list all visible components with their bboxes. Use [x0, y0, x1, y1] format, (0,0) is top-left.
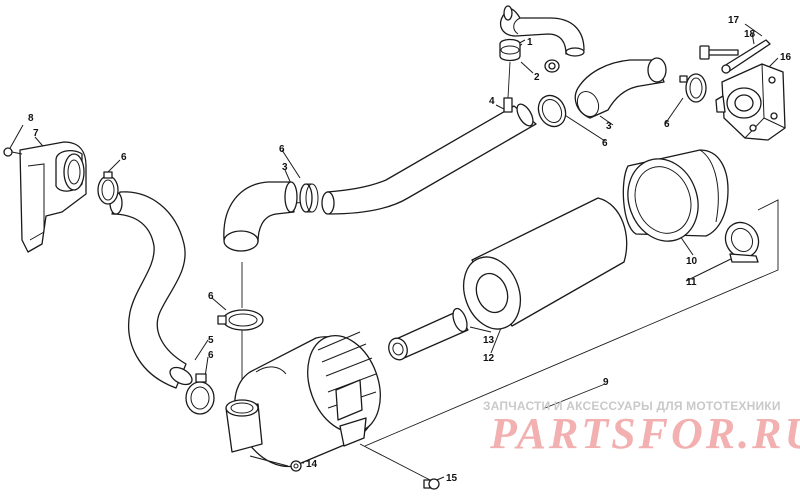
callout-label: 15: [446, 473, 458, 484]
airbox-screw-15: [423, 478, 440, 490]
filter-element: [462, 197, 628, 330]
callout-label: 17: [728, 15, 740, 26]
filter-cover: [622, 149, 729, 242]
callout-label: 18: [744, 29, 756, 40]
assembly-lines: [241, 43, 779, 481]
callout-label: 10: [686, 256, 698, 267]
coupler-hose-3-right: [574, 57, 667, 119]
throttle-bolt: [699, 45, 739, 60]
callout-label: 2: [534, 72, 540, 83]
callout-label: 6: [208, 291, 214, 302]
elbow-hose-3-middle: [223, 181, 298, 252]
callout-label: 6: [664, 119, 670, 130]
upper-small-hose: [499, 5, 585, 57]
throttle-strap: [721, 39, 771, 74]
callout-label: 5: [208, 335, 214, 346]
intake-tube: [321, 97, 537, 215]
callout-label: 6: [279, 144, 285, 155]
callout-label: 12: [483, 353, 495, 364]
callout-labels: 1 2 3 3 4 5 6 6 6 6 6 6 7 8 9 10 11 12 1…: [28, 15, 792, 484]
flex-hose-5: [109, 191, 193, 389]
elbow-sleeve-6-middle: [299, 183, 319, 213]
cover-cap: [724, 221, 760, 263]
airbox-screw-14: [290, 460, 302, 472]
coupler-clamp-6-right: [679, 73, 707, 103]
callout-label: 7: [33, 128, 39, 139]
small-clamp-2: [544, 59, 560, 73]
watermark-caption: ЗАПЧАСТИ И АКСЕССУАРЫ ДЛЯ МОТОТЕХНИКИ: [483, 399, 781, 413]
watermark-logo: PARTSFOR.RU: [490, 409, 800, 458]
callout-label: 1: [527, 37, 533, 48]
flex-hose-clamp-6-lower: [185, 373, 215, 415]
callout-label: 9: [603, 377, 609, 388]
callout-label: 6: [602, 138, 608, 149]
flex-hose-clamp-6-upper: [97, 171, 119, 205]
airbox-outlet: [225, 399, 263, 453]
inlet-duct: [19, 141, 87, 253]
callout-label: 6: [208, 350, 214, 361]
airbox-housing: [234, 331, 381, 468]
callout-label: 13: [483, 335, 495, 346]
callout-label: 4: [489, 96, 495, 107]
tube-clamp-6: [537, 94, 567, 128]
inner-filter-tube: [388, 307, 469, 361]
callout-label: 8: [28, 113, 34, 124]
airbox-clamp-6-upper: [217, 309, 264, 331]
callout-label: 3: [282, 162, 288, 173]
callout-label: 14: [306, 459, 318, 470]
callout-label: 16: [780, 52, 792, 63]
callout-label: 6: [121, 152, 127, 163]
callout-label: 3: [606, 121, 612, 132]
callout-label: 11: [686, 277, 697, 288]
hose-clamp-1: [499, 38, 521, 62]
throttle-body: [715, 63, 786, 141]
inlet-screw-8: [3, 147, 23, 157]
